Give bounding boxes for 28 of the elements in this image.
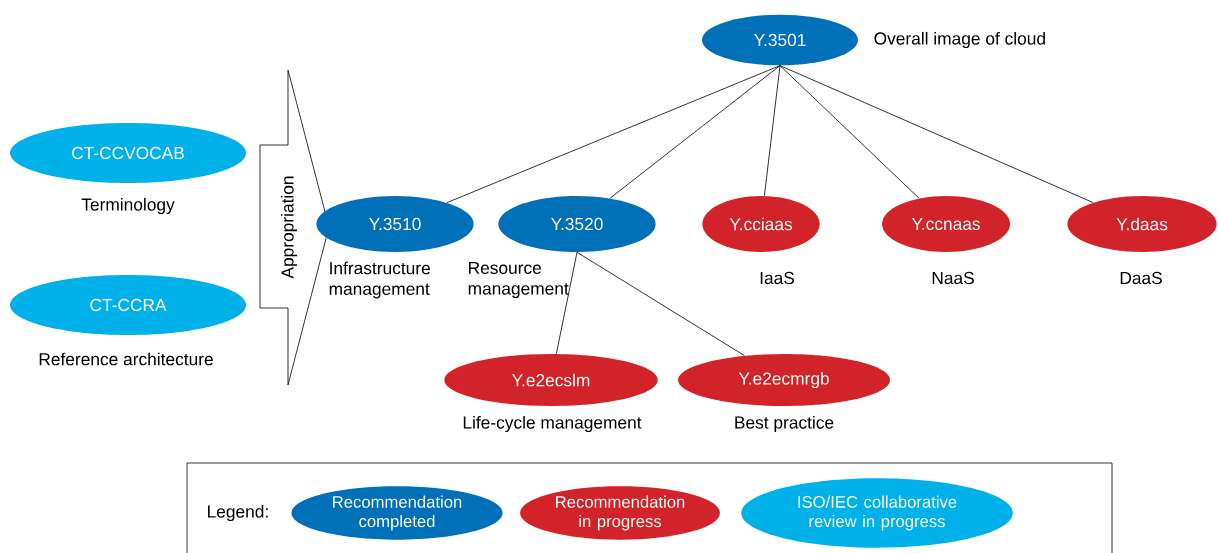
connector-line xyxy=(764,65,781,197)
caption-text: Best practice xyxy=(735,415,834,433)
caption-text: Terminology xyxy=(81,197,175,215)
connector-line xyxy=(779,65,920,199)
ellipse-node: Y.cciaas xyxy=(702,196,820,252)
connector-line xyxy=(576,251,745,356)
ellipse-node: Y.daas xyxy=(1067,196,1217,252)
connector-line xyxy=(779,65,1094,203)
caption-text: Resource management xyxy=(468,261,569,299)
caption-text: NaaS xyxy=(932,271,974,285)
caption-text: Reference architecture xyxy=(39,352,213,366)
caption-text: Infrastructure management xyxy=(329,261,430,299)
connector-line xyxy=(555,251,578,355)
ellipse-node: Y.3501 xyxy=(702,14,858,66)
connector-line xyxy=(446,65,781,204)
caption-text: Life-cycle management xyxy=(463,415,642,433)
caption-text: IaaS xyxy=(760,271,795,285)
connector-line xyxy=(609,65,781,199)
caption-text: DaaS xyxy=(1120,271,1162,285)
ellipse-node: CT-CCVOCAB xyxy=(10,123,246,183)
ellipse-node: Y.3520 xyxy=(498,196,656,252)
ellipse-node: Y.e2ecslm xyxy=(444,354,658,406)
ellipse-node: Y.e2ecmrgb xyxy=(678,354,890,406)
ellipse-node: Y.ccnaas xyxy=(882,196,1010,252)
ellipse-node: CT-CCRA xyxy=(10,275,246,335)
legend-title: Legend: xyxy=(208,504,268,522)
caption-text: Overall image of cloud xyxy=(874,31,1045,49)
ellipse-node: Y.3510 xyxy=(316,196,474,252)
